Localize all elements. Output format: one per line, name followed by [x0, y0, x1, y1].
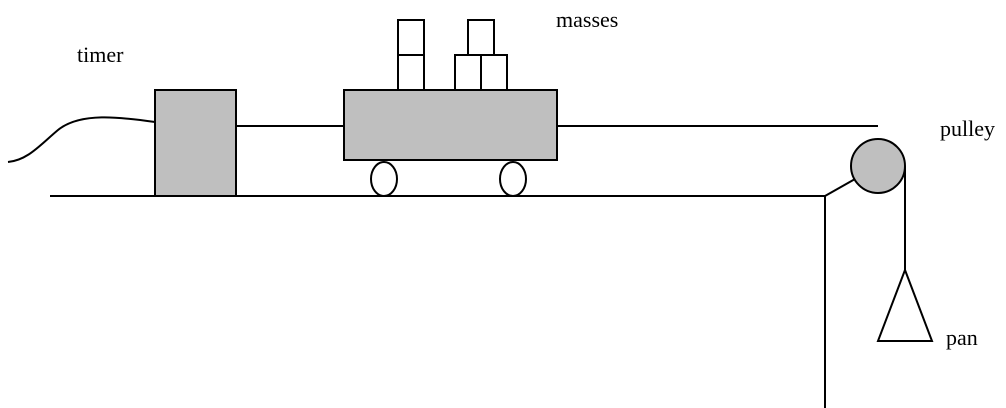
masses-label: masses [556, 7, 618, 32]
mass-block [467, 19, 495, 56]
mass-block [397, 54, 425, 91]
trolley-body [343, 89, 558, 161]
timer-box [154, 89, 237, 197]
pan [876, 267, 934, 342]
trolley-wheel-left [370, 161, 398, 197]
pulley-label: pulley [940, 116, 995, 141]
trolley-wheel-right [499, 161, 527, 197]
timer-cable [7, 116, 156, 163]
mass-block [397, 19, 425, 56]
pulley-wheel [850, 138, 906, 194]
mass-block [454, 54, 482, 91]
pan-label: pan [946, 325, 978, 350]
timer-label: timer [77, 42, 124, 67]
mass-block [480, 54, 508, 91]
